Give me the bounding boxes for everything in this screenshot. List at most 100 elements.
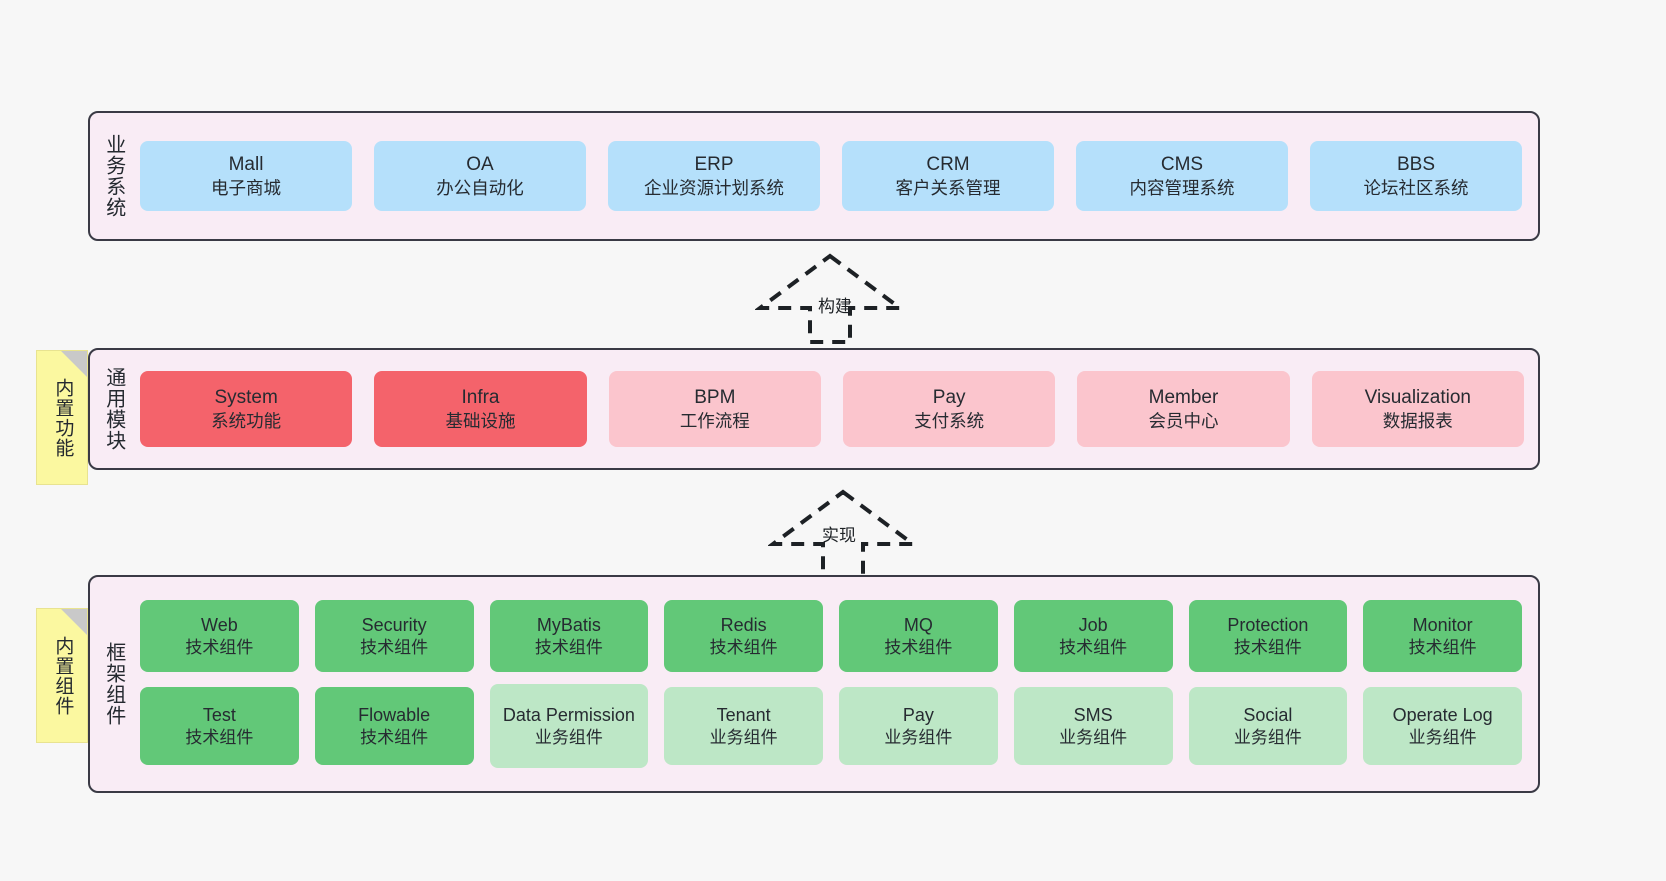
node-protection-name: Protection [1227, 614, 1309, 635]
node-security-name: Security [361, 614, 427, 635]
connector-build-label: 构建 [818, 297, 852, 316]
node-pay-business-desc: 业务组件 [884, 727, 953, 747]
panel-business-systems-label: 业务系统 [102, 134, 125, 218]
node-flowable-name: Flowable [358, 704, 431, 725]
sticky-fold-corner-icon [61, 351, 87, 377]
node-data-permission[interactable]: Data Permission 业务组件 [489, 684, 649, 768]
framework-business-row: Test 技术组件 Flowable 技术组件 Data Permission … [140, 684, 1522, 768]
node-mall-desc: 电子商城 [211, 177, 281, 198]
node-tenant-name: Tenant [716, 704, 771, 725]
node-tenant[interactable]: Tenant 业务组件 [664, 687, 823, 765]
node-protection[interactable]: Protection 技术组件 [1188, 600, 1348, 672]
node-security[interactable]: Security 技术组件 [314, 600, 474, 672]
node-operate-log-desc: 业务组件 [1408, 727, 1477, 747]
node-visualization-desc: 数据报表 [1382, 410, 1453, 431]
node-data-permission-desc: 业务组件 [534, 727, 603, 747]
node-operate-log[interactable]: Operate Log 业务组件 [1363, 687, 1522, 765]
node-monitor-name: Monitor [1412, 614, 1473, 635]
node-social-name: Social [1243, 704, 1293, 725]
node-oa-name: OA [466, 153, 494, 175]
node-system-desc: 系统功能 [211, 410, 282, 431]
node-crm-desc: 客户关系管理 [895, 177, 1001, 198]
node-operate-log-name: Operate Log [1392, 704, 1493, 725]
node-sms-desc: 业务组件 [1059, 727, 1128, 747]
node-bbs-desc: 论坛社区系统 [1363, 177, 1469, 198]
sticky-note-builtin-component-text: 内置组件 [52, 635, 74, 716]
node-cms-name: CMS [1160, 153, 1204, 175]
node-oa[interactable]: OA 办公自动化 [374, 141, 586, 211]
node-pay[interactable]: Pay 支付系统 [842, 371, 1056, 447]
node-bpm[interactable]: BPM 工作流程 [608, 371, 821, 447]
node-visualization-name: Visualization [1364, 386, 1471, 408]
node-redis-name: Redis [720, 614, 767, 635]
node-mybatis[interactable]: MyBatis 技术组件 [489, 600, 649, 672]
panel-business-systems: 业务系统 Mall 电子商城 OA 办公自动化 ERP 企业资源计划系统 CRM… [88, 111, 1540, 241]
node-crm-name: CRM [926, 153, 970, 175]
node-member[interactable]: Member 会员中心 [1077, 371, 1290, 447]
panel-framework-components-body: Web 技术组件 Security 技术组件 MyBatis 技术组件 Redi… [136, 577, 1538, 791]
node-sms-name: SMS [1073, 704, 1113, 725]
node-pay-business-name: Pay [902, 704, 934, 725]
node-redis[interactable]: Redis 技术组件 [664, 600, 823, 672]
node-flowable[interactable]: Flowable 技术组件 [314, 687, 474, 765]
sticky-note-builtin-function-text: 内置功能 [52, 377, 74, 458]
node-system[interactable]: System 系统功能 [140, 371, 353, 447]
node-member-desc: 会员中心 [1148, 410, 1219, 431]
node-data-permission-name: Data Permission [502, 704, 635, 725]
node-cms-desc: 内容管理系统 [1129, 177, 1235, 198]
node-cms[interactable]: CMS 内容管理系统 [1076, 141, 1288, 211]
panel-common-modules-label: 通用模块 [102, 367, 125, 451]
node-test[interactable]: Test 技术组件 [140, 687, 299, 765]
node-social[interactable]: Social 业务组件 [1188, 687, 1348, 765]
business-systems-row: Mall 电子商城 OA 办公自动化 ERP 企业资源计划系统 CRM 客户关系… [140, 141, 1522, 211]
node-bbs-name: BBS [1396, 153, 1436, 175]
common-modules-row: System 系统功能 Infra 基础设施 BPM 工作流程 Pay 支付系统… [140, 371, 1524, 447]
sticky-note-builtin-component: 内置组件 [36, 608, 88, 743]
panel-framework-components: 框架组件 Web 技术组件 Security 技术组件 MyBatis 技术组件… [88, 575, 1540, 793]
node-system-name: System [214, 386, 278, 408]
node-visualization[interactable]: Visualization 数据报表 [1311, 371, 1524, 447]
node-crm[interactable]: CRM 客户关系管理 [842, 141, 1054, 211]
node-mq[interactable]: MQ 技术组件 [839, 600, 998, 672]
node-oa-desc: 办公自动化 [436, 177, 524, 198]
node-pay-desc: 支付系统 [914, 410, 985, 431]
node-infra[interactable]: Infra 基础设施 [374, 371, 587, 447]
node-mq-desc: 技术组件 [884, 637, 953, 657]
panel-framework-components-label: 框架组件 [102, 642, 125, 726]
node-job-name: Job [1078, 614, 1108, 635]
node-monitor-desc: 技术组件 [1408, 637, 1477, 657]
node-test-name: Test [202, 704, 236, 725]
node-test-desc: 技术组件 [185, 727, 254, 747]
node-mybatis-name: MyBatis [536, 614, 601, 635]
node-monitor[interactable]: Monitor 技术组件 [1363, 600, 1522, 672]
node-mall[interactable]: Mall 电子商城 [140, 141, 352, 211]
connector-build-arrow-svg [753, 253, 907, 344]
node-sms[interactable]: SMS 业务组件 [1013, 687, 1173, 765]
node-erp-desc: 企业资源计划系统 [644, 177, 784, 198]
node-bbs[interactable]: BBS 论坛社区系统 [1310, 141, 1522, 211]
node-infra-desc: 基础设施 [445, 410, 516, 431]
connector-build-arrow [753, 252, 907, 344]
node-member-name: Member [1148, 386, 1219, 408]
node-mall-name: Mall [228, 153, 264, 175]
node-tenant-desc: 业务组件 [709, 727, 778, 747]
node-pay-name: Pay [932, 386, 966, 408]
node-infra-name: Infra [461, 386, 500, 408]
node-erp[interactable]: ERP 企业资源计划系统 [608, 141, 820, 211]
panel-common-modules-body: System 系统功能 Infra 基础设施 BPM 工作流程 Pay 支付系统… [136, 350, 1538, 468]
sticky-fold-corner-icon [61, 609, 87, 635]
node-redis-desc: 技术组件 [709, 637, 778, 657]
panel-common-modules: 通用模块 System 系统功能 Infra 基础设施 BPM 工作流程 Pay… [88, 348, 1540, 470]
node-erp-name: ERP [694, 153, 734, 175]
node-mq-name: MQ [903, 614, 933, 635]
node-pay-business[interactable]: Pay 业务组件 [839, 687, 998, 765]
node-security-desc: 技术组件 [360, 637, 429, 657]
connector-implement-arrow [766, 488, 920, 580]
node-mybatis-desc: 技术组件 [534, 637, 603, 657]
node-protection-desc: 技术组件 [1233, 637, 1302, 657]
node-web[interactable]: Web 技术组件 [140, 600, 299, 672]
node-bpm-desc: 工作流程 [679, 410, 750, 431]
node-job[interactable]: Job 技术组件 [1013, 600, 1173, 672]
panel-business-systems-body: Mall 电子商城 OA 办公自动化 ERP 企业资源计划系统 CRM 客户关系… [136, 113, 1538, 239]
